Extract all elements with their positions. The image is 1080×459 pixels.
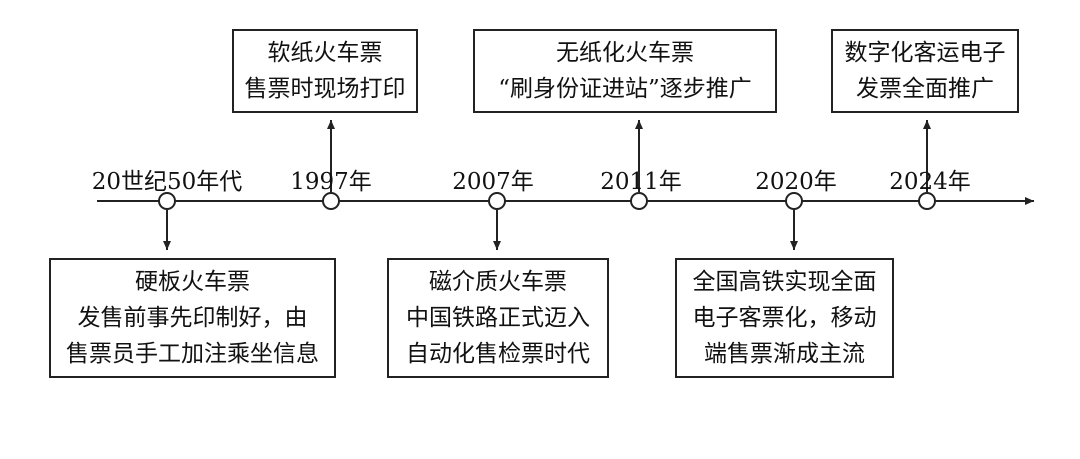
box-1950s-line-1: 硬板火车票 xyxy=(135,269,250,295)
year-label-2007: 2007年 xyxy=(452,169,534,195)
box-2024: 数字化客运电子 发票全面推广 xyxy=(831,29,1019,113)
box-1950s: 硬板火车票 发售前事先印制好，由 售票员手工加注乘坐信息 xyxy=(49,258,336,378)
box-2007: 磁介质火车票 中国铁路正式迈入 自动化售检票时代 xyxy=(387,258,609,378)
year-label-2011: 2011年 xyxy=(600,169,682,195)
box-1950s-line-3: 售票员手工加注乘坐信息 xyxy=(66,341,319,367)
box-2024-line-2: 发票全面推广 xyxy=(856,76,994,102)
node-2020 xyxy=(785,192,803,210)
node-1950s xyxy=(158,192,176,210)
box-2024-line-1: 数字化客运电子 xyxy=(844,40,1006,66)
box-2020: 全国高铁实现全面 电子客票化，移动 端售票渐成主流 xyxy=(675,258,894,378)
box-2011-line-1: 无纸化火车票 xyxy=(556,40,694,66)
box-2011: 无纸化火车票 “刷身份证进站”逐步推广 xyxy=(473,29,777,113)
node-2007 xyxy=(488,192,506,210)
box-2007-line-1: 磁介质火车票 xyxy=(429,269,567,295)
box-1997: 软纸火车票 售票时现场打印 xyxy=(232,29,418,113)
box-2011-line-2: “刷身份证进站”逐步推广 xyxy=(498,76,752,102)
year-label-1997: 1997年 xyxy=(290,169,372,195)
box-2020-line-2: 电子客票化，移动 xyxy=(692,305,877,331)
year-label-1950s: 20世纪50年代 xyxy=(91,169,243,195)
box-2007-line-3: 自动化售检票时代 xyxy=(406,341,590,367)
year-label-2020: 2020年 xyxy=(755,169,837,195)
box-1997-line-2: 售票时现场打印 xyxy=(244,76,406,102)
node-1997 xyxy=(322,192,340,210)
box-1950s-line-2: 发售前事先印制好，由 xyxy=(77,305,308,331)
box-2020-line-3: 端售票渐成主流 xyxy=(704,341,865,367)
box-2020-line-1: 全国高铁实现全面 xyxy=(692,269,877,295)
node-2011 xyxy=(630,192,648,210)
year-label-2024: 2024年 xyxy=(889,169,971,195)
box-2007-line-2: 中国铁路正式迈入 xyxy=(406,305,590,331)
node-2024 xyxy=(918,192,936,210)
box-1997-line-1: 软纸火车票 xyxy=(267,40,383,66)
